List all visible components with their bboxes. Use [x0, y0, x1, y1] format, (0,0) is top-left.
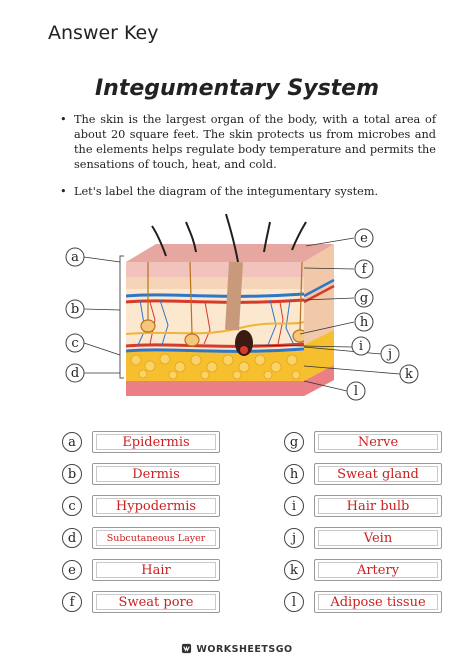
diagram-label-c: c	[65, 333, 85, 353]
answer-text: Vein	[318, 530, 438, 546]
answer-row-l: l Adipose tissue	[284, 591, 444, 613]
answer-box: Epidermis	[92, 431, 220, 453]
answer-text: Nerve	[318, 434, 438, 450]
answer-text: Sweat pore	[96, 594, 216, 610]
answer-row-c: c Hypodermis	[62, 495, 222, 517]
answer-box: Hair	[92, 559, 220, 581]
answer-key-heading: Answer Key	[48, 22, 159, 44]
answer-text: Hair bulb	[318, 498, 438, 514]
diagram-label-f: f	[354, 259, 374, 279]
page-title: Integumentary System	[94, 76, 380, 101]
dermis-layer	[126, 289, 304, 351]
answer-row-i: i Hair bulb	[284, 495, 444, 517]
footer-text: WORKSHEETSGO	[196, 644, 293, 655]
hair-strands	[151, 213, 307, 263]
answer-box: Hypodermis	[92, 495, 220, 517]
answer-box: Adipose tissue	[314, 591, 442, 613]
answer-row-k: k Artery	[284, 559, 444, 581]
bullet-text: The skin is the largest organ of the bod…	[74, 113, 436, 171]
answer-box: Dermis	[92, 463, 220, 485]
diagram-label-j: j	[380, 344, 400, 364]
skin-diagram: a b c d e f g h i j k l	[65, 213, 419, 401]
answer-text: Artery	[318, 562, 438, 578]
answer-text: Subcutaneous Layer	[96, 530, 216, 546]
answer-letter: e	[62, 560, 82, 580]
answer-text: Hypodermis	[96, 498, 216, 514]
bullet-dot: •	[60, 185, 67, 198]
answer-box: Subcutaneous Layer	[92, 527, 220, 549]
diagram-label-k: k	[399, 364, 419, 384]
answer-text: Hair	[96, 562, 216, 578]
answer-letter: g	[284, 432, 304, 452]
diagram-label-g: g	[354, 288, 374, 308]
answer-letter: k	[284, 560, 304, 580]
svg-text:e: e	[360, 231, 368, 246]
svg-text:h: h	[360, 315, 369, 330]
svg-text:b: b	[71, 302, 79, 317]
bullet-text: Let's label the diagram of the integumen…	[74, 185, 379, 198]
answer-row-j: j Vein	[284, 527, 444, 549]
diagram-label-d: d	[65, 363, 85, 383]
svg-text:c: c	[71, 336, 78, 351]
footer-brand: WORKSHEETSGO	[0, 643, 474, 655]
answer-box: Artery	[314, 559, 442, 581]
answer-box: Nerve	[314, 431, 442, 453]
answer-box: Sweat gland	[314, 463, 442, 485]
diagram-label-h: h	[354, 312, 374, 332]
answer-row-h: h Sweat gland	[284, 463, 444, 485]
answer-letter: a	[62, 432, 82, 452]
answer-row-e: e Hair	[62, 559, 222, 581]
answer-letter: l	[284, 592, 304, 612]
svg-text:k: k	[405, 367, 413, 382]
svg-text:d: d	[71, 366, 79, 381]
answer-row-g: g Nerve	[284, 431, 444, 453]
diagram-label-e: e	[354, 228, 374, 248]
diagram-label-b: b	[65, 299, 85, 319]
answer-row-a: a Epidermis	[62, 431, 222, 453]
answer-letter: b	[62, 464, 82, 484]
answer-row-f: f Sweat pore	[62, 591, 222, 613]
svg-text:f: f	[362, 262, 368, 277]
answer-box: Sweat pore	[92, 591, 220, 613]
answer-text: Epidermis	[96, 434, 216, 450]
svg-text:a: a	[71, 250, 79, 265]
bullet-dot: •	[60, 113, 67, 126]
answer-letter: c	[62, 496, 82, 516]
answer-row-b: b Dermis	[62, 463, 222, 485]
answer-text: Adipose tissue	[318, 594, 438, 610]
diagram-label-l: l	[346, 381, 366, 401]
hair-bulb-shape	[235, 330, 253, 356]
artery-line	[126, 298, 305, 304]
svg-text:j: j	[386, 347, 392, 362]
answer-row-d: d Subcutaneous Layer	[62, 527, 222, 549]
answer-letter: j	[284, 528, 304, 548]
leader-lines	[83, 237, 401, 392]
answer-letter: d	[62, 528, 82, 548]
answer-letter: i	[284, 496, 304, 516]
intro-bullets: • The skin is the largest organ of the b…	[58, 112, 436, 211]
bullet-item: • The skin is the largest organ of the b…	[58, 112, 436, 172]
answer-box: Vein	[314, 527, 442, 549]
diagram-label-a: a	[65, 247, 85, 267]
worksheetsgo-logo-icon	[182, 643, 192, 654]
svg-text:l: l	[354, 384, 358, 399]
diagram-label-i: i	[351, 336, 371, 356]
svg-text:g: g	[360, 291, 368, 306]
answer-text: Sweat gland	[318, 466, 438, 482]
vein-line	[126, 292, 305, 298]
bullet-item: • Let's label the diagram of the integum…	[58, 184, 436, 199]
nerve-line	[126, 321, 305, 335]
epidermis-layer	[126, 262, 304, 277]
svg-text:i: i	[359, 339, 363, 354]
answer-letter: f	[62, 592, 82, 612]
muscle-layer	[126, 381, 304, 396]
answer-text: Dermis	[96, 466, 216, 482]
answer-letter: h	[284, 464, 304, 484]
skin-cross-section	[126, 213, 335, 396]
answer-box: Hair bulb	[314, 495, 442, 517]
